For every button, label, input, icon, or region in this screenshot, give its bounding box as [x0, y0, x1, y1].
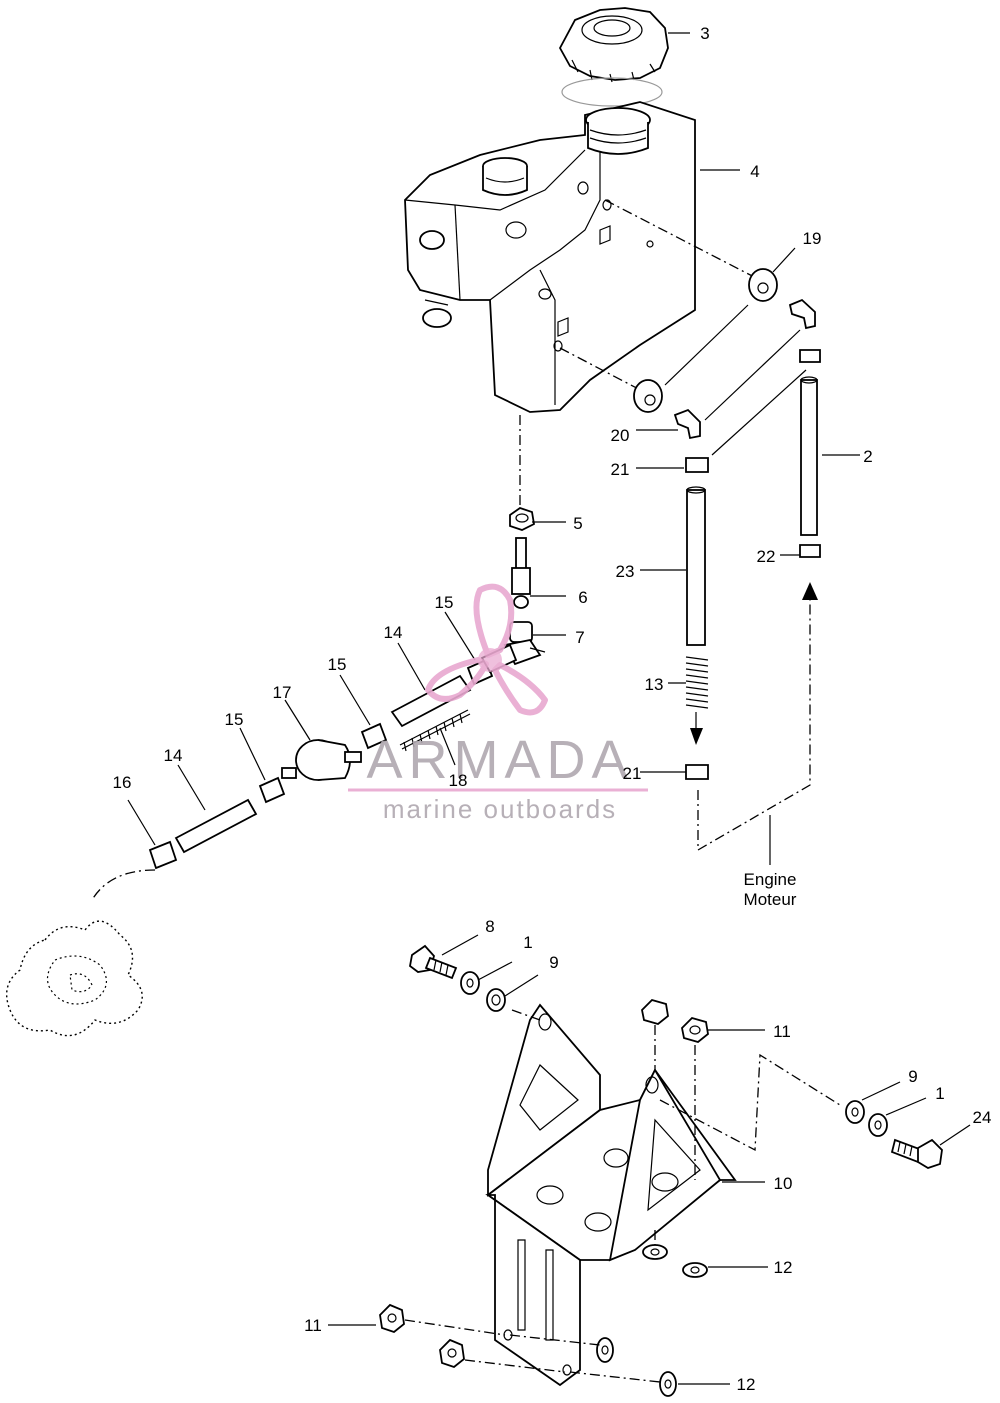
callout-9-left: 9 [549, 953, 558, 972]
washer-1-left [460, 971, 480, 995]
callout-11-bottom: 11 [304, 1316, 322, 1335]
nut-11-top-b [681, 1016, 709, 1043]
callout-1-right: 1 [935, 1084, 944, 1103]
bolt-8 [409, 944, 458, 980]
callout-15-lower: 15 [225, 710, 244, 729]
fitting-5 [509, 507, 535, 531]
callout-labels: 3 4 19 2 20 21 22 23 5 6 7 13 21 15 14 1… [113, 24, 992, 1394]
callout-9-right: 9 [908, 1067, 917, 1086]
callout-15-upper: 15 [435, 593, 454, 612]
engine-label: Engine [744, 870, 797, 889]
clamp-21-lower [685, 764, 709, 780]
callout-24: 24 [973, 1108, 992, 1127]
callout-21-lower: 21 [623, 764, 642, 783]
callout-3: 3 [700, 24, 709, 43]
propeller-icon [425, 583, 548, 716]
flow-arrow-up [802, 582, 818, 600]
hose-2 [799, 349, 821, 558]
callout-10: 10 [774, 1174, 793, 1193]
callout-16: 16 [113, 773, 132, 792]
cap-thread-outline [561, 77, 663, 107]
callout-18: 18 [449, 771, 468, 790]
washer-9-left [486, 988, 506, 1012]
watermark-brand: ARMADA [366, 730, 633, 790]
callout-11-top: 11 [773, 1022, 791, 1041]
callout-leaders [127, 32, 971, 1385]
elbow-fitting-upper [788, 298, 816, 330]
spring-13 [685, 656, 709, 709]
nut-11-bottom-b [439, 1338, 465, 1369]
callout-22: 22 [757, 547, 776, 566]
tank-vent-line [559, 347, 651, 396]
callout-14-upper: 14 [384, 623, 403, 642]
callout-4: 4 [750, 162, 759, 181]
washer-1-right [868, 1113, 888, 1137]
washer-12-a [642, 1244, 668, 1260]
washer-12-c [596, 1337, 614, 1363]
fuel-line-to-pump [91, 869, 156, 901]
callout-7: 7 [575, 628, 584, 647]
callout-13: 13 [645, 675, 664, 694]
dotted-pump-outline [6, 920, 143, 1037]
hose-23 [685, 457, 709, 646]
clamp-15-mid [360, 722, 388, 750]
callout-6: 6 [578, 588, 587, 607]
callout-23: 23 [616, 562, 635, 581]
spring-18 [399, 709, 471, 752]
nut-11-top-a [641, 998, 669, 1025]
hose-14-lower [174, 798, 258, 854]
callout-19: 19 [803, 229, 822, 248]
watermark-logo: ARMADA marine outboards [348, 583, 648, 824]
callout-5: 5 [573, 514, 582, 533]
bracket-10 [485, 1003, 737, 1387]
washer-12-d [659, 1371, 677, 1397]
clamp-16 [148, 840, 178, 870]
callout-14-lower: 14 [164, 746, 183, 765]
grommet-upper [748, 268, 778, 302]
callout-1-left: 1 [523, 933, 532, 952]
engine-label-fr: Moteur [744, 890, 797, 909]
nut-11-bottom-a [379, 1303, 405, 1334]
callout-17: 17 [273, 683, 292, 702]
grommet-lower [633, 379, 663, 413]
callout-8: 8 [485, 917, 494, 936]
callout-20: 20 [611, 426, 630, 445]
fitting-6 [511, 537, 531, 609]
clamp-15-lower [258, 776, 286, 804]
watermark-tagline: marine outboards [383, 794, 617, 824]
callout-2: 2 [863, 447, 872, 466]
fuel-filter-17 [281, 739, 362, 781]
elbow-fitting-lower [673, 408, 701, 440]
engine-return-line [697, 600, 811, 852]
washer-9-right [845, 1100, 865, 1124]
callout-21-upper: 21 [611, 460, 630, 479]
tank-cap [558, 7, 669, 83]
callout-15-mid: 15 [328, 655, 347, 674]
oil-tank [404, 101, 696, 413]
bolt-24 [890, 1138, 943, 1169]
callout-12-right: 12 [774, 1258, 793, 1277]
washer-12-b [682, 1262, 708, 1278]
tank-outlet-line [604, 199, 761, 281]
callout-12-bottom: 12 [737, 1375, 756, 1394]
